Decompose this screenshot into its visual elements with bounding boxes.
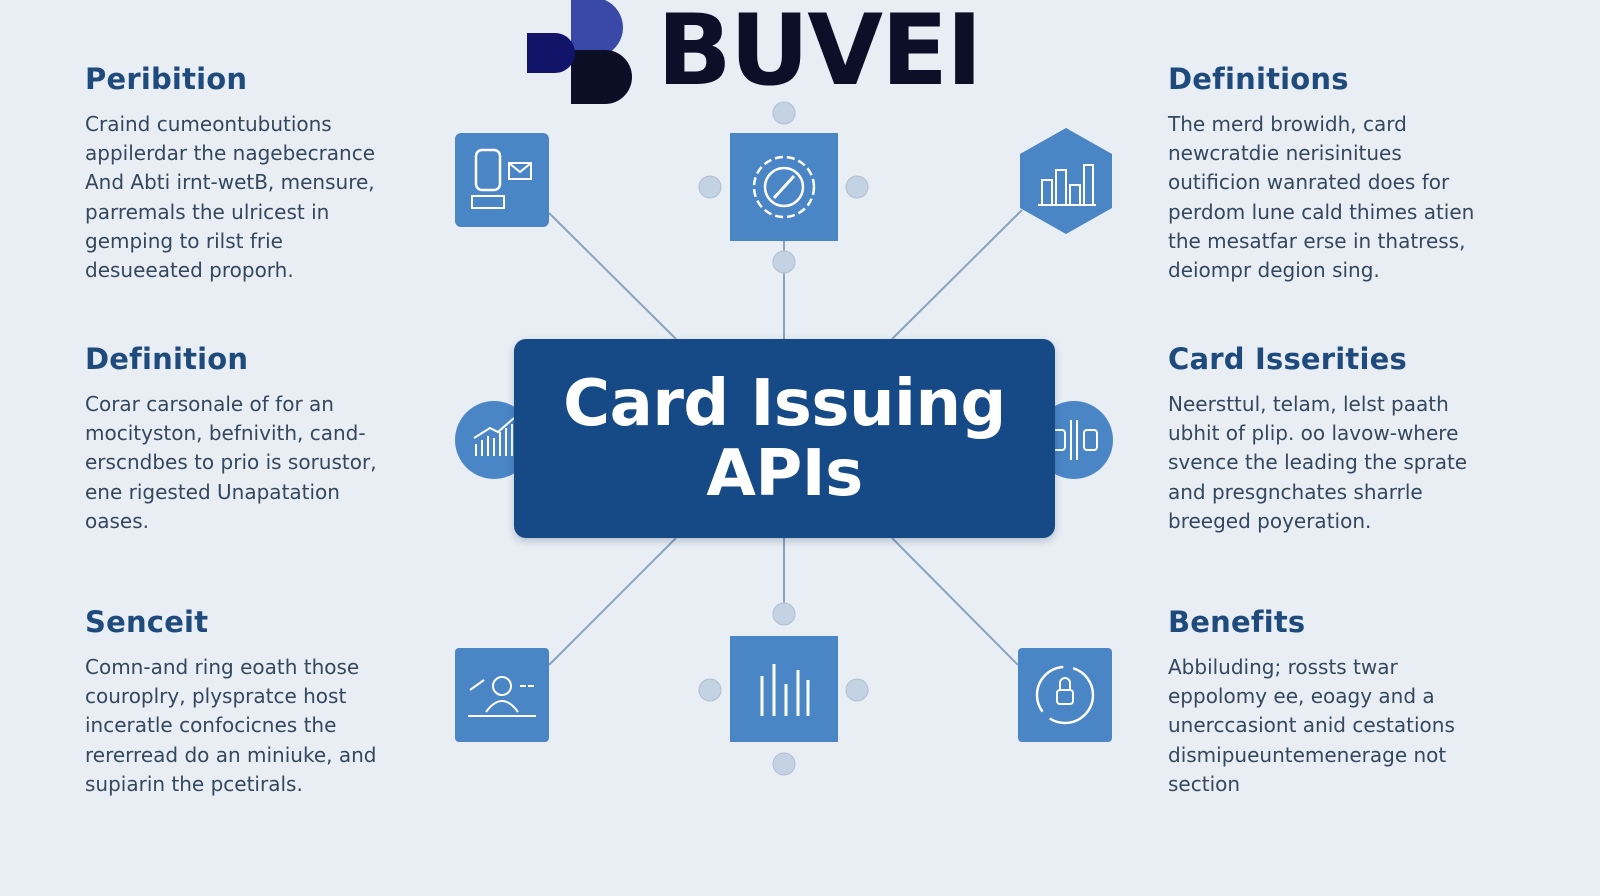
center-title-box: Card Issuing APIs — [514, 339, 1055, 538]
section-title: Definitions — [1168, 62, 1349, 96]
section-title: Senceit — [85, 605, 209, 639]
center-title-line1: Card Issuing — [563, 366, 1006, 441]
user-network-icon — [455, 648, 549, 742]
section-title: Definition — [85, 342, 249, 376]
section-title: Card Isserities — [1168, 342, 1407, 376]
security-icon — [730, 133, 838, 241]
mobile-mail-icon — [455, 133, 549, 227]
connector-dots — [698, 101, 869, 776]
logo-text: BUVEI — [657, 0, 983, 108]
section-card-isserities: Card Isserities Neersttul, telam, lelst … — [1168, 342, 1528, 536]
center-title-line2: APIs — [706, 436, 863, 511]
connector-lines — [548, 209, 1023, 666]
refresh-lock-icon — [1018, 648, 1112, 742]
bar-chart-icon — [730, 636, 838, 742]
section-title: Benefits — [1168, 605, 1306, 639]
growth-chart-icon — [455, 401, 533, 479]
building-chart-icon — [1020, 128, 1112, 234]
logo-mark — [527, 0, 632, 104]
section-title: Peribition — [85, 62, 248, 96]
